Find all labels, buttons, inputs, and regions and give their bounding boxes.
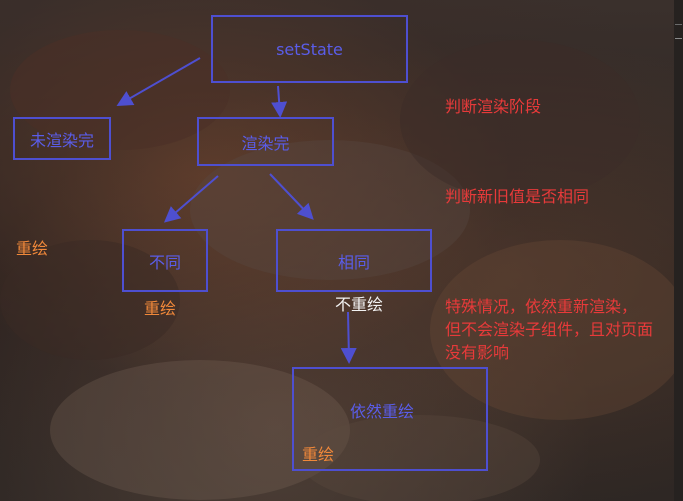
annotation-special-case-line-3: 没有影响 (445, 343, 510, 362)
node-rendered: 渲染完 (197, 117, 334, 166)
annotation-special-case-line-2: 但不会渲染子组件，且对页面 (445, 320, 654, 339)
node-still-redraw-label: 依然重绘 (350, 402, 415, 421)
label-redraw-different: 重绘 (144, 299, 177, 318)
arrow-same-to-still-redraw (340, 311, 357, 364)
node-still-redraw: 依然重绘 (292, 367, 488, 471)
arrow-setstate-to-not-rendered (116, 57, 201, 106)
arrow-setstate-to-rendered (271, 85, 288, 118)
label-redraw-left: 重绘 (16, 239, 49, 258)
annotation-judge-render-phase: 判断渲染阶段 (445, 97, 542, 116)
node-rendered-label: 渲染完 (241, 133, 290, 153)
scrollbar-thumb[interactable] (675, 38, 682, 39)
scrollbar[interactable] (674, 0, 683, 501)
label-no-redraw: 不重绘 (335, 295, 384, 314)
node-different-label: 不同 (148, 252, 181, 272)
node-not-rendered: 未渲染完 (13, 117, 111, 160)
node-setstate-label: setState (276, 39, 343, 59)
annotation-judge-old-new-value: 判断新旧值是否相同 (445, 187, 590, 206)
node-same-label: 相同 (337, 252, 370, 272)
scrollbar-tick (675, 24, 682, 25)
annotation-special-case-line-1: 特殊情况，依然重新渲染， (445, 297, 638, 316)
label-redraw-bottom: 重绘 (302, 445, 335, 464)
node-different: 不同 (122, 229, 208, 292)
arrow-rendered-to-different (163, 175, 219, 223)
node-setstate: setState (211, 15, 408, 83)
arrow-rendered-to-same (269, 173, 314, 220)
node-same: 相同 (276, 229, 432, 292)
node-not-rendered-label: 未渲染完 (29, 130, 94, 150)
annotation-special-case: 特殊情况，依然重新渲染， 但不会渲染子组件，且对页面 没有影响 (445, 295, 653, 364)
